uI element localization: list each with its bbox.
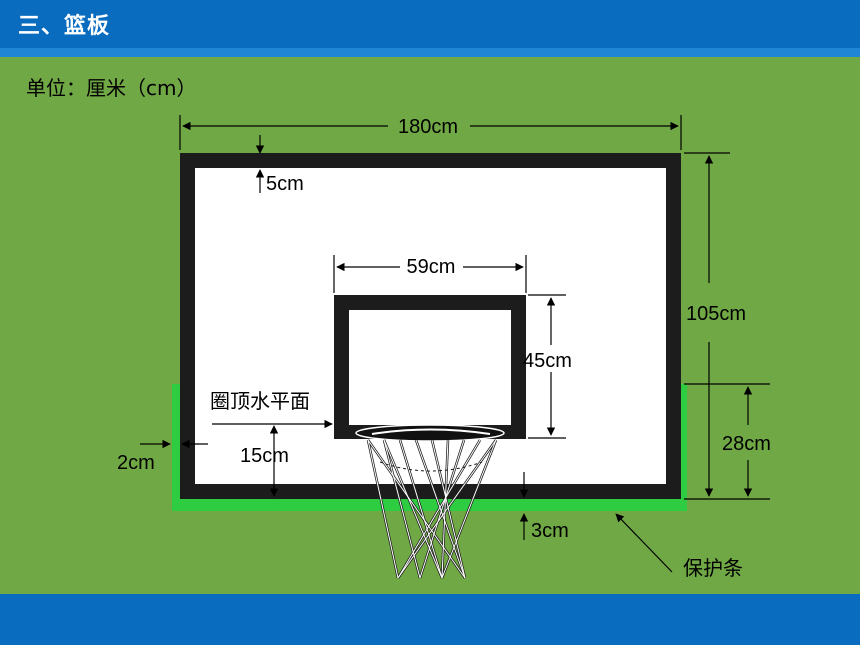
label-inner-width: 59cm: [407, 256, 456, 278]
label-padding-height: 28cm: [722, 433, 771, 455]
label-protective-strip: 保护条: [683, 556, 743, 580]
label-width: 180cm: [398, 116, 458, 138]
footer-bar: [0, 594, 860, 645]
page-title: 三、篮板: [18, 14, 111, 39]
rim-highlight: [371, 428, 491, 435]
label-side-padding: 2cm: [117, 452, 155, 474]
label-rim-offset: 15cm: [240, 445, 289, 467]
header-bar: [0, 0, 860, 48]
label-rim-plane: 圈顶水平面: [210, 389, 310, 413]
inner-target-surface: [349, 310, 511, 425]
unit-label: 单位：厘米（cm）: [26, 76, 197, 100]
label-inner-height: 45cm: [523, 350, 572, 372]
header-accent-line: [0, 48, 860, 57]
label-border: 5cm: [266, 173, 304, 195]
label-bottom-padding: 3cm: [531, 520, 569, 542]
label-height: 105cm: [686, 303, 746, 325]
rim: [355, 424, 505, 442]
